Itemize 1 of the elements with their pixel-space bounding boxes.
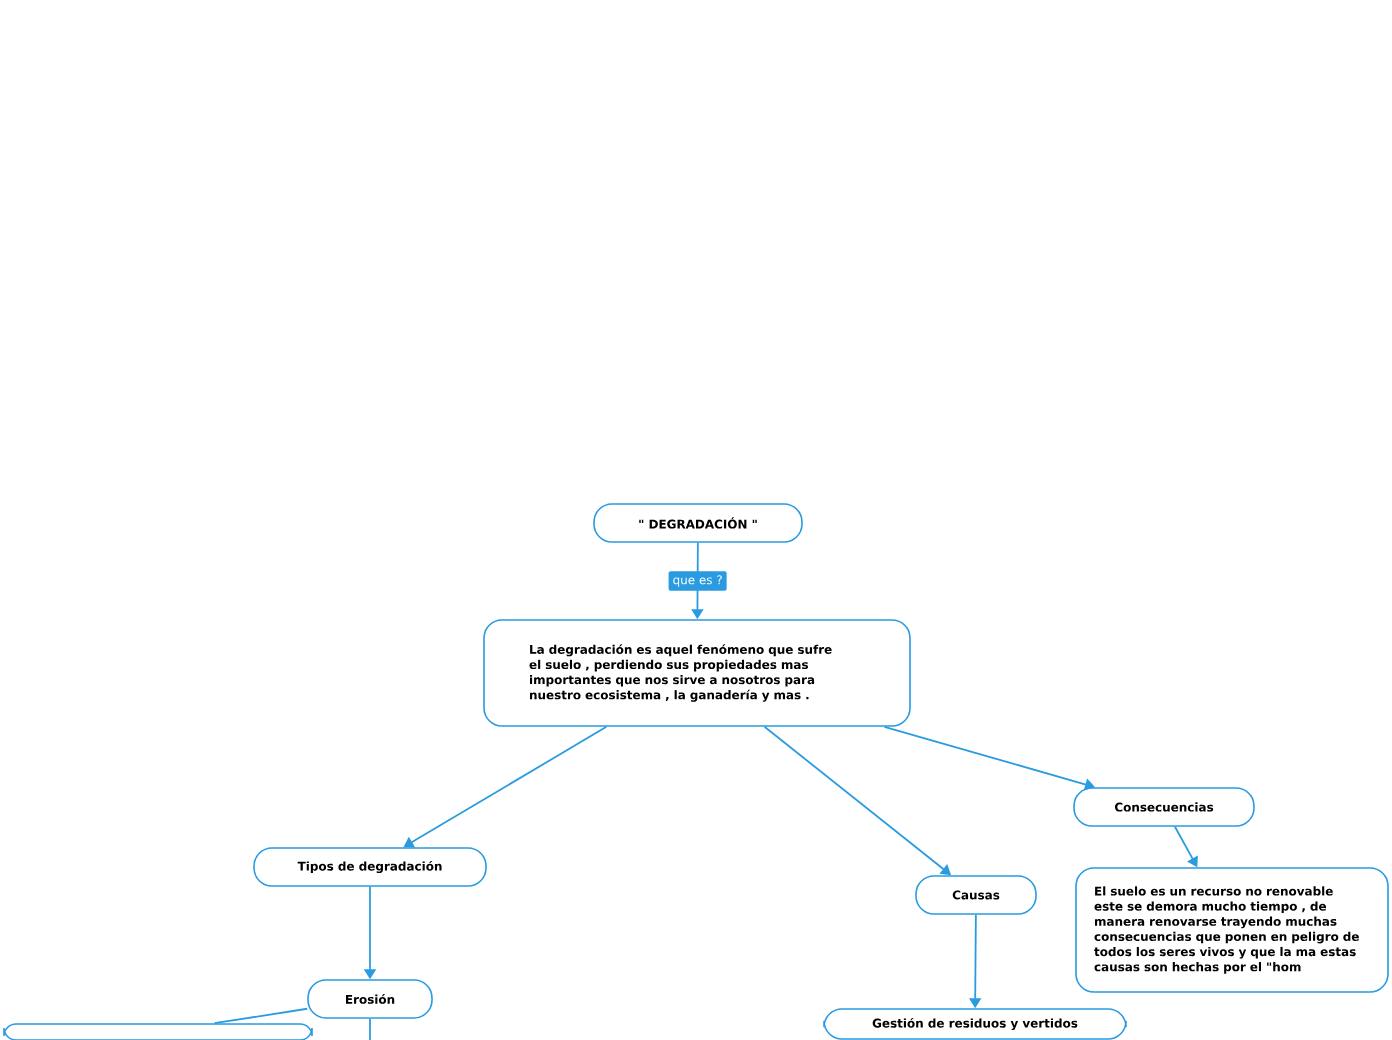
concept-box [3, 1023, 313, 1040]
